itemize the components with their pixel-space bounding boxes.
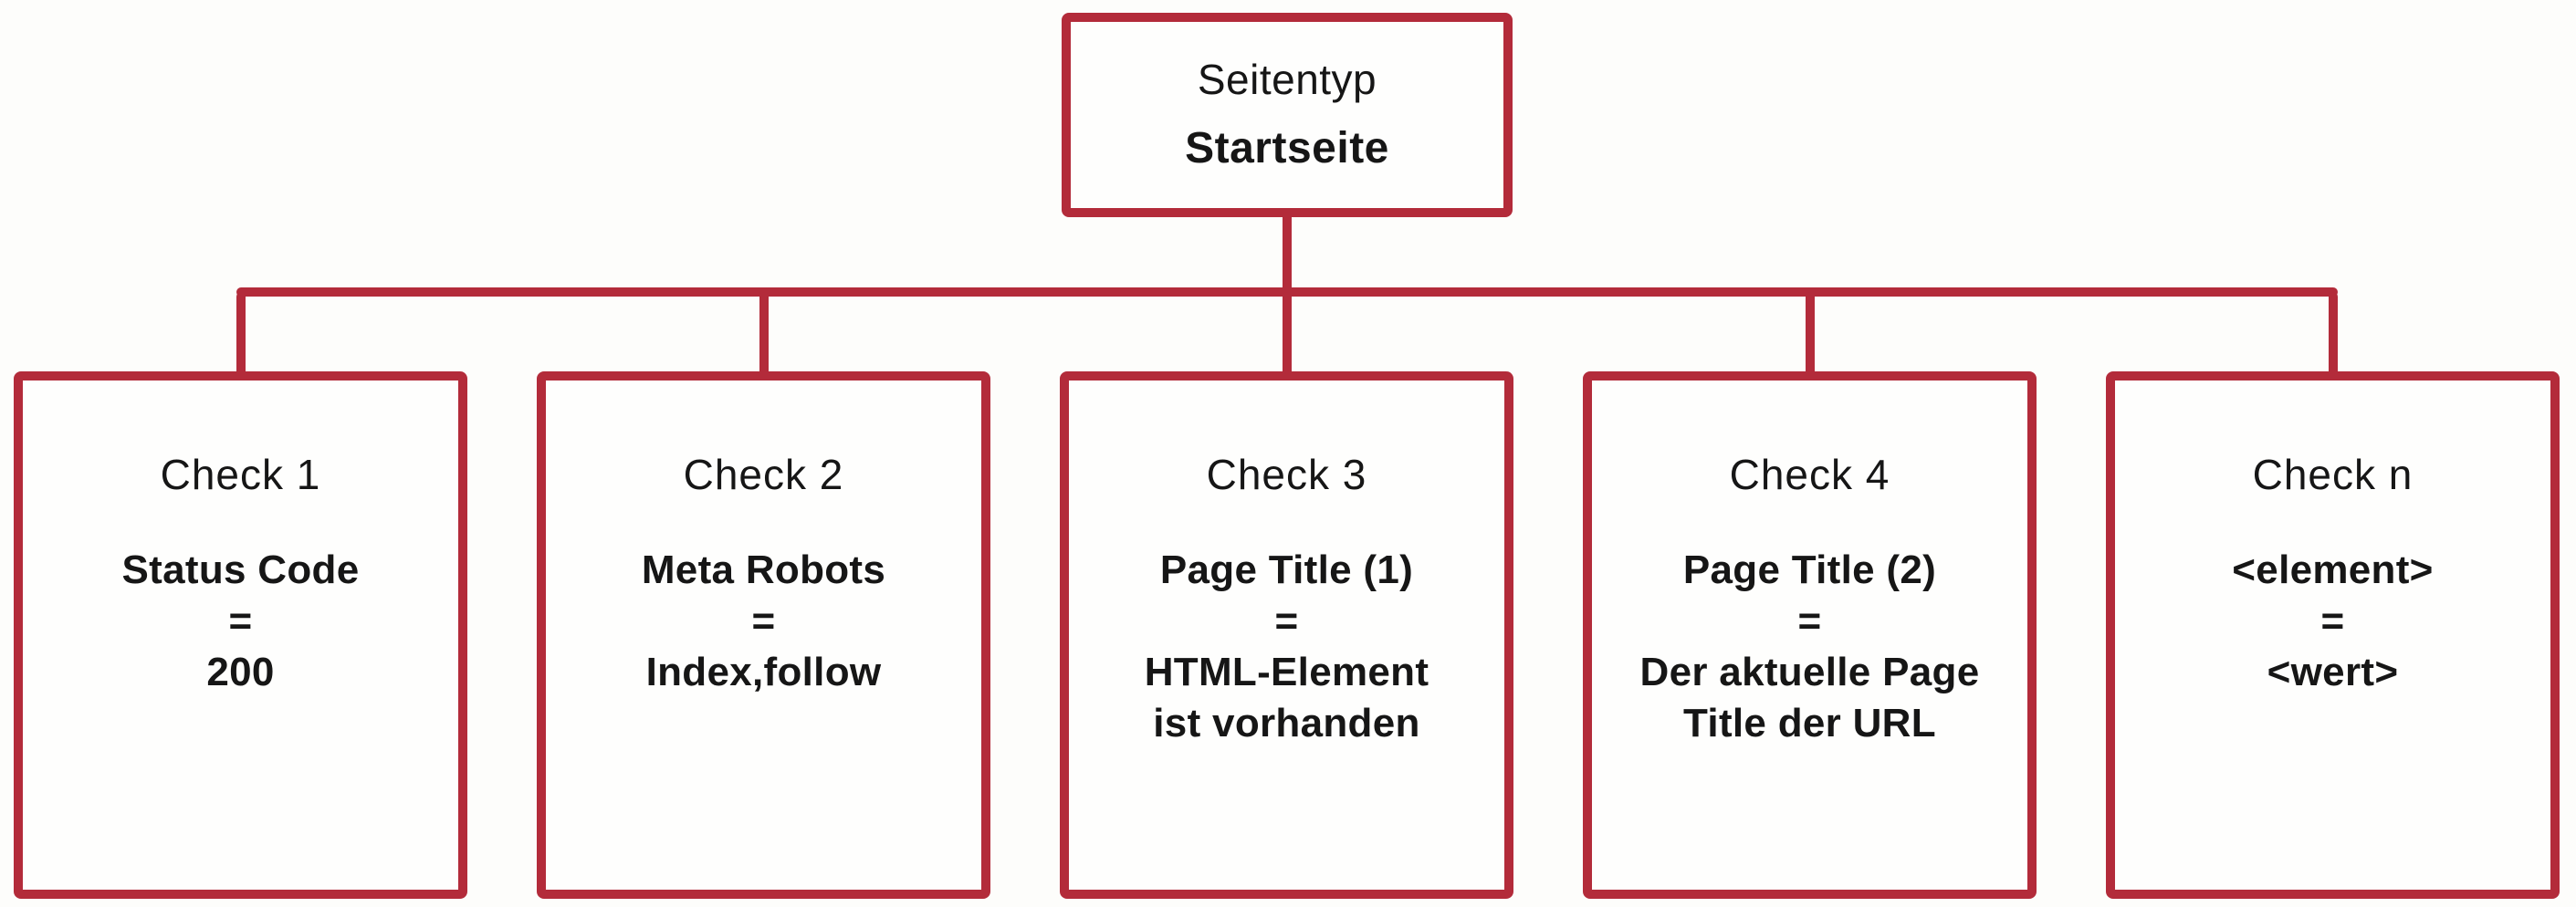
check-node-title: Check 2	[683, 451, 844, 498]
connector-drop-check-4	[1806, 292, 1815, 376]
check-node-body: Meta Robots = Index,follow	[641, 547, 886, 694]
connector-root-vertical	[1283, 212, 1292, 297]
connector-drop-check-1	[236, 292, 246, 376]
connector-drop-check-2	[759, 292, 769, 376]
check-node-2: Check 2 Meta Robots = Index,follow	[537, 371, 990, 899]
check-node-3: Check 3 Page Title (1) = HTML-Element is…	[1060, 371, 1513, 899]
check-node-4: Check 4 Page Title (2) = Der aktuelle Pa…	[1583, 371, 2037, 899]
check-node-body: <element> = <wert>	[2232, 547, 2434, 694]
check-node-1: Check 1 Status Code = 200	[14, 371, 467, 899]
root-node-subtitle: Startseite	[1185, 124, 1389, 172]
connector-drop-check-n	[2329, 292, 2338, 376]
root-node-seitentyp: Seitentyp Startseite	[1062, 13, 1513, 217]
check-node-body: Page Title (2) = Der aktuelle Page Title…	[1639, 547, 1980, 745]
check-node-title: Check n	[2252, 451, 2414, 498]
check-node-title: Check 1	[160, 451, 321, 498]
check-node-n: Check n <element> = <wert>	[2106, 371, 2560, 899]
check-node-body: Status Code = 200	[121, 547, 360, 694]
check-node-body: Page Title (1) = HTML-Element ist vorhan…	[1144, 547, 1429, 745]
check-node-title: Check 3	[1206, 451, 1367, 498]
connector-drop-check-3	[1283, 292, 1292, 376]
root-node-title: Seitentyp	[1197, 56, 1377, 103]
check-node-title: Check 4	[1729, 451, 1890, 498]
